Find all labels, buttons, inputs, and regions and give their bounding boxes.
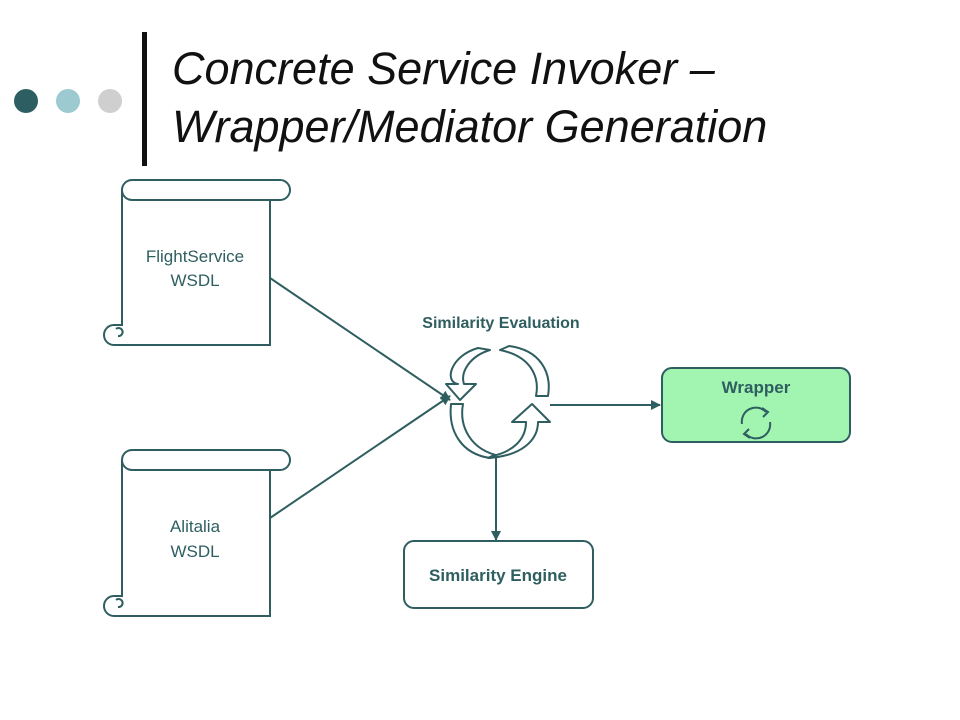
flightservice-wsdl-document: FlightService WSDL bbox=[103, 179, 291, 346]
flightservice-label-line2: WSDL bbox=[170, 271, 219, 290]
wrapper-label: Wrapper bbox=[722, 378, 791, 397]
slide-title: Concrete Service Invoker – Wrapper/Media… bbox=[172, 40, 952, 156]
flightservice-label-line1: FlightService bbox=[146, 247, 244, 266]
similarity-evaluation-label: Similarity Evaluation bbox=[422, 315, 579, 332]
alitalia-wsdl-document: Alitalia WSDL bbox=[103, 449, 291, 617]
arrow-flightservice-to-evaluation bbox=[269, 277, 451, 401]
similarity-engine-label: Similarity Engine bbox=[429, 566, 567, 585]
decor-dot-teal bbox=[56, 89, 80, 113]
alitalia-label-line2: WSDL bbox=[170, 542, 219, 561]
title-line-1: Concrete Service Invoker – bbox=[172, 43, 715, 94]
decor-dot-gray bbox=[98, 89, 122, 113]
title-rule bbox=[142, 32, 147, 166]
refresh-cycle-icon bbox=[445, 345, 551, 459]
similarity-engine-box: Similarity Engine bbox=[403, 540, 594, 609]
wrapper-refresh-icon bbox=[740, 406, 772, 440]
wrapper-box: Wrapper bbox=[661, 367, 851, 443]
alitalia-label-line1: Alitalia bbox=[170, 517, 221, 536]
arrow-alitalia-to-evaluation bbox=[269, 395, 451, 519]
title-line-2: Wrapper/Mediator Generation bbox=[172, 101, 768, 152]
decor-dot-dark bbox=[14, 89, 38, 113]
